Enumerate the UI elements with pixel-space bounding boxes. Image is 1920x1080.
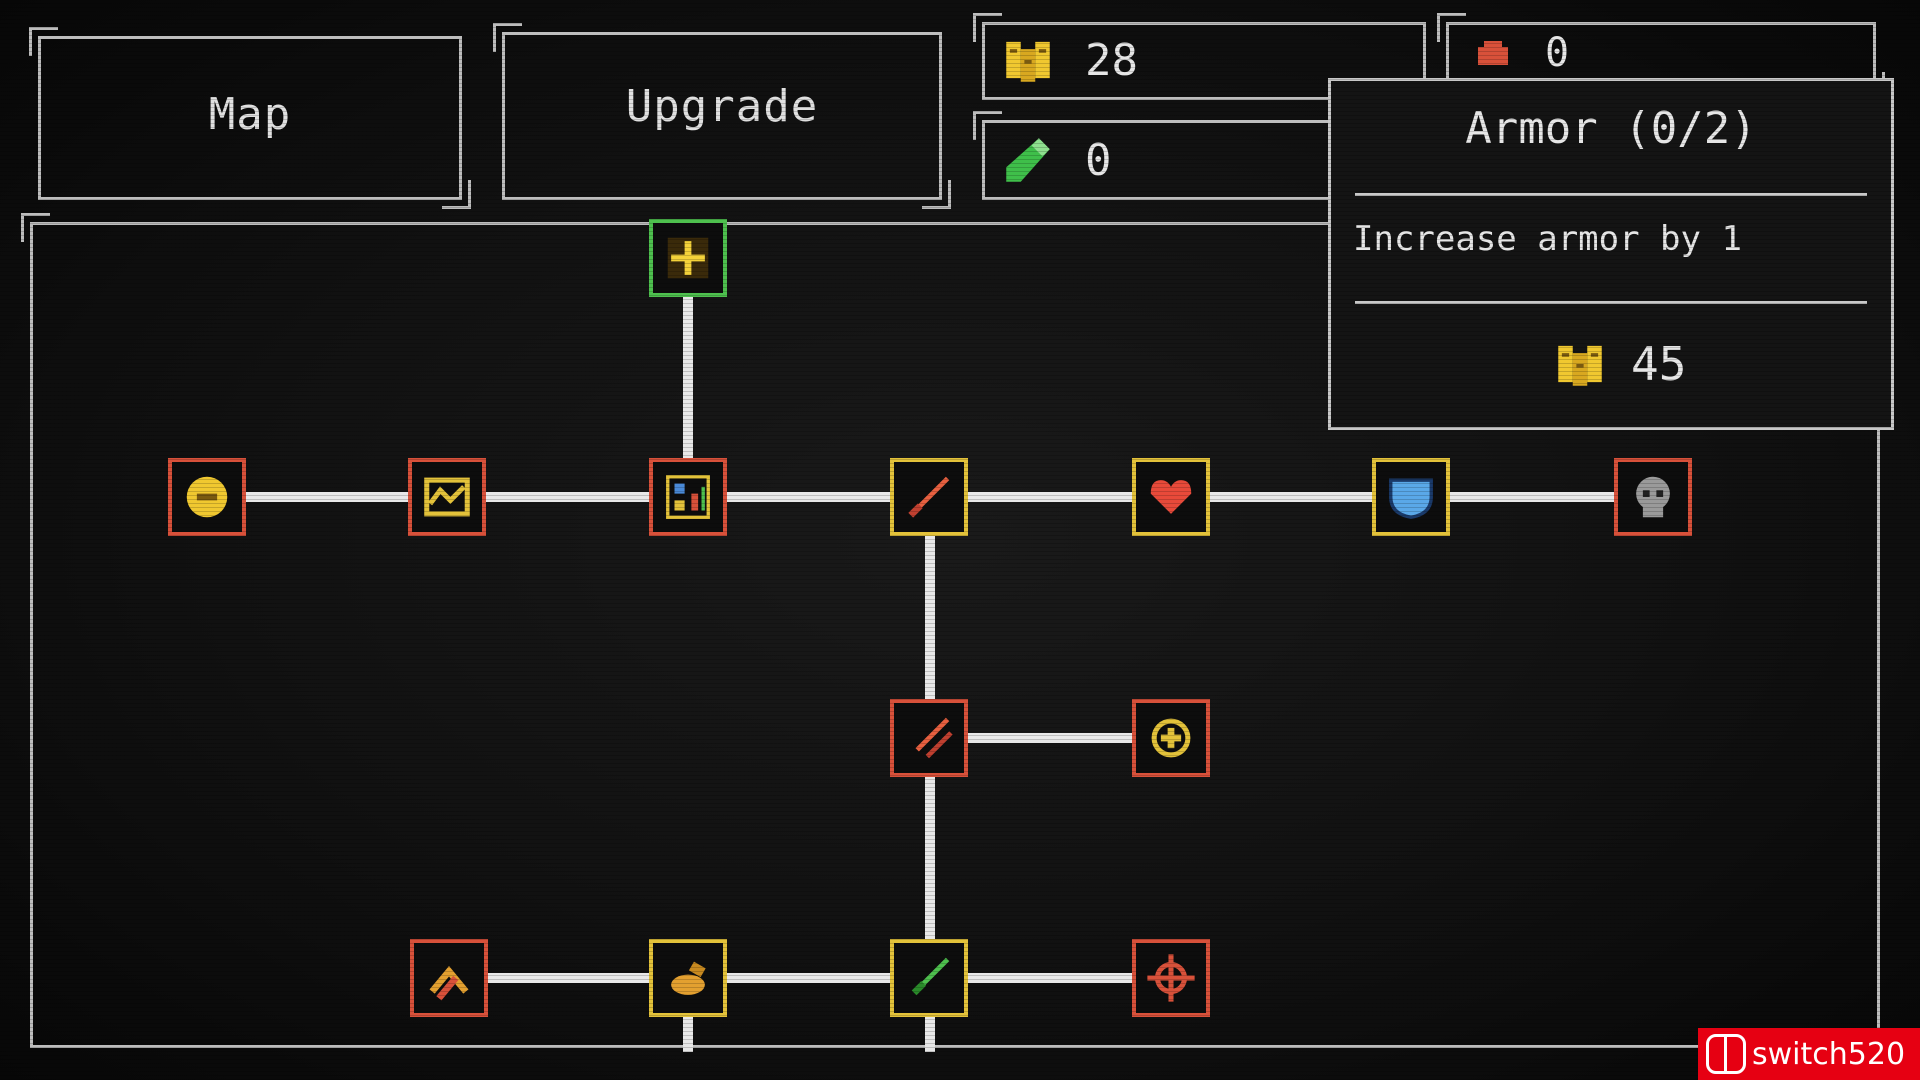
double-sword-icon [915, 717, 953, 759]
tree-line [930, 733, 1170, 743]
node-crosshair[interactable] [1132, 939, 1210, 1017]
crosshair-plus-icon [1151, 718, 1191, 758]
node-armor[interactable] [1372, 458, 1450, 536]
tab-upgrade[interactable]: Upgrade [493, 23, 951, 209]
node-skull[interactable] [1614, 458, 1692, 536]
resource-gold-panel: 28 [973, 13, 1435, 109]
red-item-count: 0 [1545, 30, 1570, 76]
shield-icon [1389, 478, 1433, 519]
watermark-badge: switch520 [1698, 1028, 1920, 1080]
node-gold-bag[interactable] [168, 458, 246, 536]
scroll-icon [424, 477, 470, 517]
watermark-text: switch520 [1752, 1036, 1906, 1072]
gold-coins-icon [1558, 345, 1602, 386]
sword-icon [908, 476, 950, 518]
tree-line [683, 292, 693, 502]
node-green-sword[interactable] [890, 939, 968, 1017]
tooltip-divider [1355, 193, 1867, 196]
tab-map-label: Map [208, 89, 292, 140]
tooltip-title: Armor (0/2) [1465, 103, 1757, 154]
tooltip-description: Increase armor by 1 [1353, 219, 1742, 259]
tooltip-cost-value: 45 [1631, 337, 1687, 391]
node-potion[interactable] [649, 939, 727, 1017]
switch-logo-icon [1706, 1034, 1746, 1074]
node-stats[interactable] [649, 458, 727, 536]
arrow-up-icon [429, 965, 469, 1001]
node-heart[interactable] [1132, 458, 1210, 536]
plus-icon [667, 237, 709, 279]
upgrade-tooltip: Armor (0/2) Increase armor by 1 45 [1328, 78, 1894, 430]
heart-icon [1150, 480, 1192, 514]
tab-map[interactable]: Map [29, 27, 471, 209]
tooltip-cost: 45 [1551, 335, 1686, 393]
node-arrow-up[interactable] [410, 939, 488, 1017]
stats-chart-icon [666, 475, 710, 519]
gold-count: 28 [1085, 34, 1138, 86]
crosshair-icon [1147, 954, 1195, 1002]
gold-pouch-icon [186, 476, 228, 518]
potion-icon [671, 961, 706, 995]
green-sword-icon [911, 957, 950, 996]
node-heal[interactable] [649, 219, 727, 297]
tab-upgrade-label: Upgrade [625, 81, 819, 132]
green-gem-icon [1006, 138, 1050, 182]
red-item-icon [1478, 41, 1508, 65]
gold-coins-icon [1006, 41, 1050, 82]
gem-count: 0 [1085, 134, 1112, 186]
tree-line [450, 973, 1170, 983]
tooltip-divider [1355, 301, 1867, 304]
node-double-sword[interactable] [890, 699, 968, 777]
skull-icon [1636, 476, 1670, 518]
node-target-heal[interactable] [1132, 699, 1210, 777]
node-sword[interactable] [890, 458, 968, 536]
node-map-scroll[interactable] [408, 458, 486, 536]
